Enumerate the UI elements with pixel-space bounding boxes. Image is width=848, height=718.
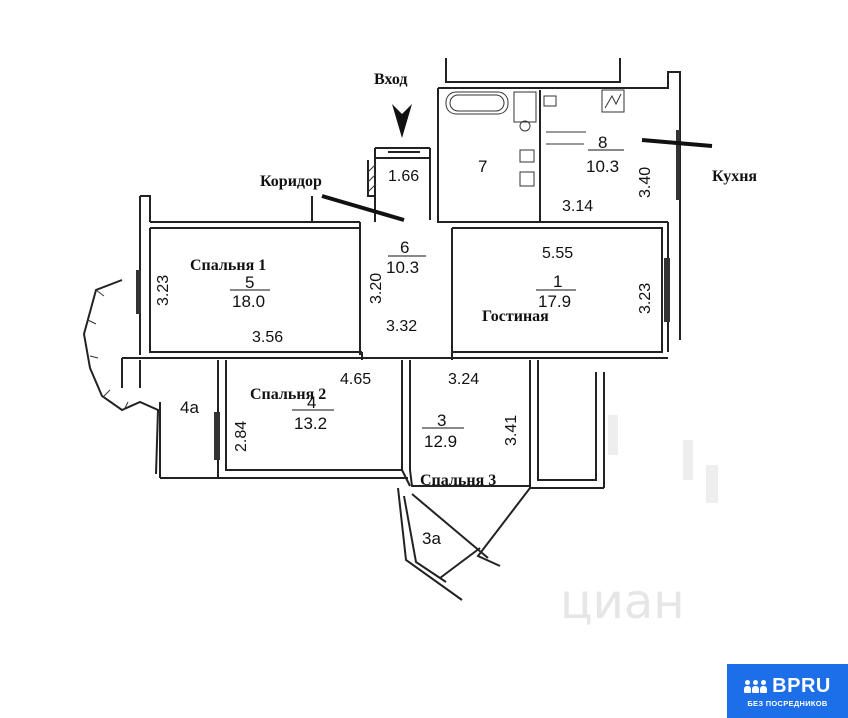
watermark-bar — [706, 465, 718, 503]
room-number-balcony-3a: 3a — [422, 529, 441, 548]
bedroom1-window — [136, 270, 141, 314]
room-area-living: 17.9 — [538, 292, 571, 311]
entrance-arrow-icon — [392, 104, 412, 138]
label-entrance: Вход — [374, 71, 407, 88]
kitchen-window — [676, 130, 680, 200]
kitchen-pointer-line — [641, 138, 713, 148]
dim-kitchen-width: 3.14 — [562, 198, 593, 215]
watermark-text: циан — [560, 574, 685, 630]
corridor-pointer-line — [321, 194, 405, 222]
label-bedroom2: Спальня 2 — [250, 386, 326, 403]
fixtures — [136, 89, 680, 460]
label-bedroom1: Спальня 1 — [190, 257, 266, 274]
walls — [121, 58, 681, 601]
dim-kitchen-height: 3.40 — [637, 167, 654, 198]
dim-bedroom3-width: 3.24 — [448, 371, 479, 388]
room-number-bedroom2: 4 — [307, 393, 316, 412]
room-area-kitchen: 10.3 — [586, 157, 619, 176]
balcony-4a-outline — [82, 279, 160, 475]
dim-bedroom2-height: 2.84 — [233, 421, 250, 452]
room-number-balcony-4a: 4a — [180, 398, 199, 417]
bpru-logo: BPRU БЕЗ ПОСРЕДНИКОВ — [727, 664, 848, 718]
area-fraction-bars — [230, 149, 624, 429]
room-area-bedroom3: 12.9 — [424, 432, 457, 451]
room-number-corridor: 6 — [400, 238, 409, 257]
label-corridor: Коридор — [260, 173, 322, 190]
room-number-kitchen: 8 — [598, 133, 607, 152]
sink-left — [519, 171, 535, 187]
room-area-corridor: 10.3 — [386, 258, 419, 277]
dim-living-height: 3.23 — [637, 283, 654, 314]
sink-right — [543, 95, 557, 107]
room-area-bedroom1: 18.0 — [232, 292, 265, 311]
bedroom2-window — [214, 412, 220, 460]
living-window — [664, 258, 670, 322]
room-number-bedroom1: 5 — [245, 273, 254, 292]
dim-living-width: 5.55 — [542, 245, 573, 262]
people-icon — [744, 679, 768, 693]
watermark-bar — [608, 415, 618, 455]
dim-corridor-width: 3.32 — [386, 318, 417, 335]
logo-tagline: БЕЗ ПОСРЕДНИКОВ — [747, 698, 828, 708]
dim-bedroom1-height: 3.23 — [155, 275, 172, 306]
dim-bedroom3-height: 3.41 — [503, 415, 520, 446]
label-living: Гостиная — [482, 308, 549, 325]
sink-left — [519, 149, 535, 163]
watermark-bar — [683, 440, 693, 480]
room-number-bathroom: 7 — [478, 157, 487, 176]
dim-corridor-height: 3.20 — [368, 273, 385, 304]
label-bedroom3: Спальня 3 — [420, 472, 496, 489]
room-area-bedroom2: 13.2 — [294, 414, 327, 433]
dim-bedroom1-width: 3.56 — [252, 329, 283, 346]
logo-brand: BPRU — [772, 674, 831, 697]
toilet — [513, 91, 537, 123]
stove — [601, 89, 625, 113]
watermark: циан — [560, 415, 718, 630]
room-number-bedroom3: 3 — [437, 411, 446, 430]
label-kitchen: Кухня — [712, 168, 757, 185]
bathtub — [445, 91, 509, 115]
dim-entrance-width: 1.66 — [388, 168, 419, 185]
dim-bedroom2-width: 4.65 — [340, 371, 371, 388]
room-number-living: 1 — [553, 272, 562, 291]
